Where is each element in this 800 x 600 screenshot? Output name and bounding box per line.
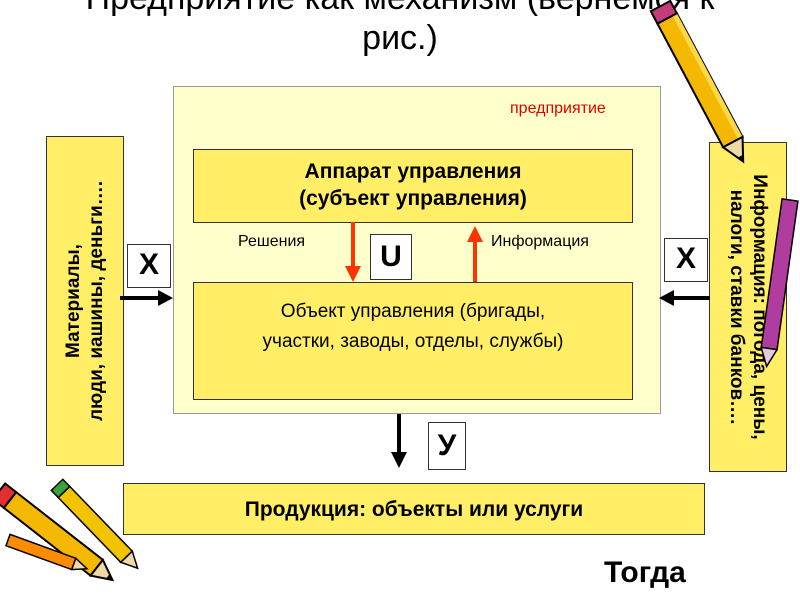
right-input-arrow [659,290,710,306]
u-box: U [370,234,412,280]
footer-text: Тогда [604,556,686,589]
decisions-label: Решения [238,233,306,250]
enterprise-label: предприятие [510,100,606,117]
pencil-icon [50,478,139,570]
decisions-arrow [345,222,361,282]
control-apparatus-box: Аппарат управления (субъект управления) [193,149,633,223]
product-box: Продукция: объекты или услуги [123,483,705,535]
slide-title-line-1: Предприятие как механизм (вернемся к [0,0,800,18]
x-right-box: Х [664,238,708,282]
control-apparatus-line-2: (субъект управления) [299,187,527,210]
pencil-icon [649,0,745,164]
slide-title-line-2: рис.) [362,19,438,57]
pencil-icon [4,533,89,571]
output-arrow [391,414,407,468]
left-input-arrow [120,290,173,306]
y-box: У [428,422,466,470]
slide-title: Предприятие как механизм (вернемся к рис… [0,0,800,58]
pencil-icon [760,198,799,369]
control-object-line-2: участки, заводы, отделы, службы) [262,331,564,352]
left-input-box: Материалы, люди, иашины, деньги…. [46,136,124,466]
pencil-icon [0,482,115,582]
control-object-line-1: Объект управления (бригады, [280,301,546,322]
control-apparatus-line-1: Аппарат управления [304,160,522,183]
x-left-box: Х [127,244,171,288]
information-label: Информация [491,233,589,250]
information-arrow [467,226,483,282]
control-object-box: Объект управления (бригады, участки, зав… [193,282,633,400]
